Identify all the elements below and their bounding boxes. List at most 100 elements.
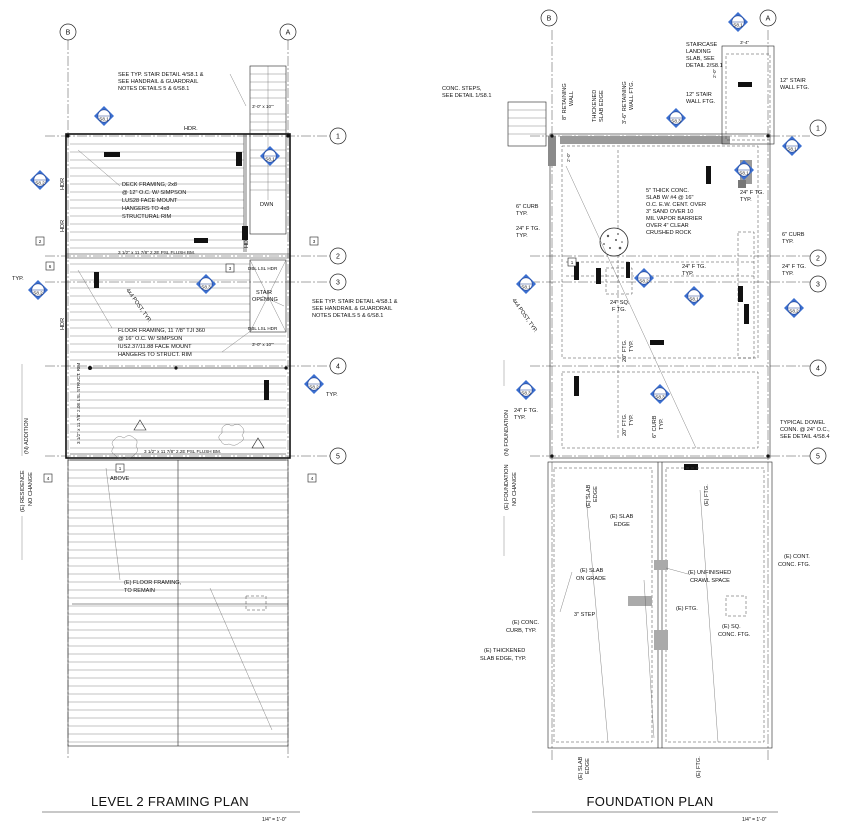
note-thickened-slab: THICKENED SLAB EDGE [592,90,605,122]
section-tag-label: S8.3 [655,395,665,400]
framing-hardware [66,134,290,400]
note-line: (E) SQ. [722,624,741,630]
note-e-cont-ftg: (E) CONT. CONC. FTG. [778,554,811,568]
grid-label: 5 [816,454,820,461]
note-line: SLAB EDGE [599,90,605,122]
section-tag-icon: S8.3 [649,383,671,405]
detail-box: 1 [567,257,577,267]
note-ftg-20-a: 20" FTG. TYP. [622,339,635,362]
note-line: CONN. @ 24" O.C., [780,427,830,433]
note-ftg-20-b: 20" FTG. TYP. [622,413,635,436]
grid-label: 4 [816,366,820,373]
footing-marks [550,82,770,470]
stair-opening [249,259,287,333]
note-line: THICKENED [592,90,598,122]
note-e-slab-edge-b: (E) SLAB EDGE [610,514,634,528]
note-line: SLAB, SEE [686,56,715,62]
note-line: EDGE [614,522,630,528]
note-line: STAIR [256,290,272,296]
note-line: CONC. FTG. [718,632,751,638]
detail-box-label: 3 [313,239,316,244]
note-line: NOTES DETAILS 5 & 6/S8.1 [312,313,383,319]
note-post-typ: 4x4 POST, TYP. [124,288,152,324]
plan-scale-right: 1/4" = 1'-0" [742,817,767,823]
deck-joists [70,143,244,249]
note-line: 6" CURB [516,204,539,210]
note-lsl-rim: 3 1/2" x 11 7/8" 2.0E LSL STRUCT. RIM [76,363,81,444]
note-line: @ 16" O.C. W/ SIMPSON [118,336,182,342]
note-line: SEE TYP. STAIR DETAIL 4/S8.1 & [312,299,398,305]
note-ftg-24-e: 24" F TG. TYP. [514,408,538,421]
detail-box-label: 4 [47,476,50,481]
note-line: EDGE [585,758,591,774]
detail-box-label: 1 [571,260,574,265]
detail-box: 4 [43,473,53,483]
note-line: 6" CURB [652,415,658,438]
grid-label: 1 [336,134,340,141]
section-tag-icon: S8.2 [303,373,325,395]
note-ftg-24-a: 24" F TG. TYP. [516,226,540,239]
note-line: CURB, TYP. [506,628,537,634]
detail-box-label: 6 [49,264,52,269]
note-line: CONC. STEPS, [442,86,482,92]
note-dbl-lsl-hdr-top: DBL LSL HDR [248,266,278,271]
section-tag-label: S8.2 [309,385,319,390]
detail-box-label: 3 [229,266,232,271]
section-tag-icon: S8.1 [683,285,705,307]
plan-title-left: LEVEL 2 FRAMING PLAN [91,794,249,809]
note-e-slab-edge-a: (E) SLAB EDGE [586,484,599,508]
grid-bubble-left-3: 3 [329,273,347,291]
note-line: NOTES DETAILS 5 & 6/S8.1 [118,86,189,92]
note-thick-slab: 5" THICK CONC. SLAB W/ #4 @ 16" O.C. E.W… [646,188,706,236]
section-tag-icon: S8.2 [27,279,49,301]
note-line: EDGE [593,486,599,502]
note-line: 8" RETAINING [562,83,568,120]
note-ftg-24-b: 24" F TG. TYP. [740,190,764,203]
section-tag-icon: S8.1 [733,159,755,181]
note-line: TYP. [516,233,528,239]
section-tag-icon: S8.2 [29,169,51,191]
note-line: STAIRCASE [686,42,718,48]
note-dim-left: 2'-0" [566,152,571,162]
section-tag-label: S8.1 [521,285,531,290]
note-curb-right: 6" CURB TYP. [782,232,805,245]
grid-bubble-left-a: A [279,23,297,41]
grid-bubble-right-4: 4 [809,359,827,377]
note-above: ABOVE [110,476,130,482]
detail-box: 3 [225,263,235,273]
note-line: TO REMAIN [124,588,155,594]
note-line: WALL FTG. [780,85,810,91]
note-hdr-top: HDR. [184,126,198,132]
section-tag-label: S8.1 [733,23,743,28]
note-line: 5" THICK CONC. [646,188,689,194]
note-dwn: DWN [260,202,273,208]
foundation-walls [507,45,775,459]
note-line: DECK FRAMING, 2x8 [122,182,177,188]
section-tag-label: S8.1 [739,171,749,176]
note-line: DETAIL 2/S8.1 [686,63,723,69]
section-tag-label: S8.2 [789,309,799,314]
note-e-thick-slab: (E) THICKENED SLAB EDGE, TYP. [480,648,527,662]
grid-label: 3 [816,282,820,289]
plan-title-right: FOUNDATION PLAN [586,794,713,809]
note-line: FLOOR FRAMING, 11 7/8" TJI 360 [118,328,205,334]
note-line: IUS2.37/11.88 FACE MOUNT [118,344,192,350]
revision-cloud-2 [218,424,245,446]
slope-line [565,165,697,449]
note-line: (E) SLAB [578,756,584,780]
note-line: 6" CURB [782,232,805,238]
note-line: WALL FTG. [686,99,716,105]
grid-bubble-right-1: 1 [809,119,827,137]
detail-box-label: 4 [311,476,314,481]
note-hdr-right: HDR [244,236,250,248]
grid-label: B [66,30,71,37]
revision-delta-2 [251,437,265,449]
section-tag-icon: S8.3 [195,273,217,295]
note-line: WALL [569,91,575,106]
section-tag-label: S8.1 [99,117,109,122]
note-line: TYP. [740,197,752,203]
note-curb-left: 6" CURB TYP. [516,204,539,217]
section-tag-label: S8.3 [201,285,211,290]
section-tag-label: S8.1 [265,157,275,162]
